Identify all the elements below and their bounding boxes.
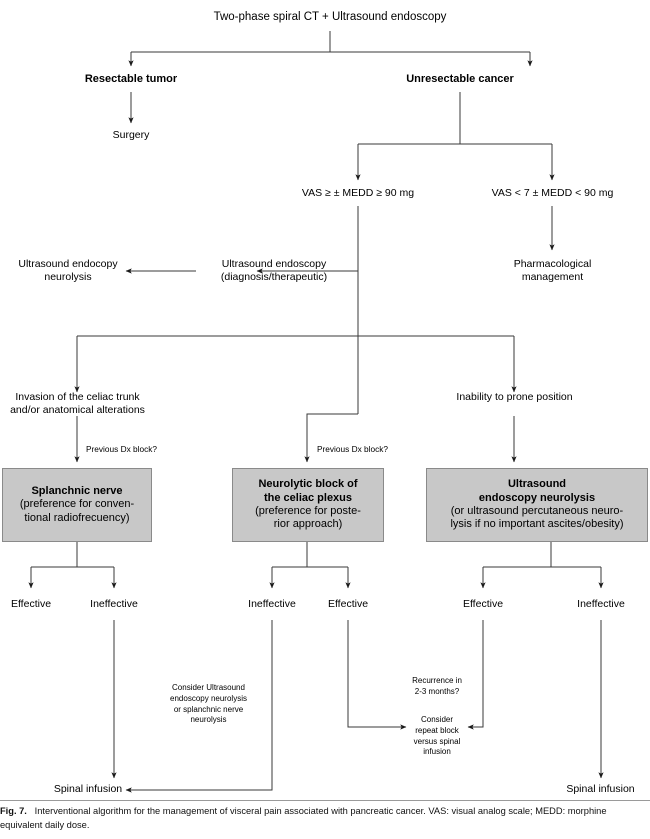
node-pharmacological-management-line2: management [521,271,584,284]
box-neurolytic-line1: (preference for poste- [255,505,361,517]
box-usneuro-line2: lysis if no important ascites/obesity) [450,518,624,531]
annotation-recurrence-line2: 2-3 months? [414,686,460,696]
label-previous-dx-block-left: Previous Dx block? [86,444,196,454]
box-neurolytic-block-celiac-plexus: Neurolytic block of the celiac plexus (p… [232,468,384,542]
node-pharmacological-management: Pharmacological management [480,258,625,284]
box-splanchnic-nerve-head: Splanchnic nerve [31,484,123,497]
node-pharmacological-management-line1: Pharmacological [513,258,592,270]
annotation-repeat-line4: infusion [423,747,451,757]
node-vas-low-label: VAS < 7 ± MEDD < 90 mg [491,187,614,199]
box-neurolytic-head-line1: Neurolytic block of [258,478,358,491]
node-root-label: Two-phase spiral CT + Ultrasound endosco… [213,11,447,23]
figure-caption: Fig. 7. Interventional algorithm for the… [0,805,650,833]
outcome-left-ineffective: Ineffective [78,598,150,611]
box-ultrasound-endoscopy-neurolysis: Ultrasound endoscopy neurolysis (or ultr… [426,468,648,542]
node-unresectable-cancer: Unresectable cancer [370,73,550,87]
box-splanchnic-nerve: Splanchnic nerve (preference for conven-… [2,468,152,542]
label-previous-dx-block-left-text: Previous Dx block? [86,444,158,454]
outcome-mid-effective: Effective [317,598,379,611]
outcome-left-effective: Effective [0,598,62,611]
box-usneuro-line1: (or ultrasound percutaneous neuro- [450,505,624,517]
node-resectable-tumor: Resectable tumor [46,73,216,87]
annotation-consider-line2: endoscopy neurolysis [170,693,247,703]
figure-caption-text: Interventional algorithm for the managem… [0,806,607,830]
node-vas-high-label: VAS ≥ ± MEDD ≥ 90 mg [301,187,415,199]
node-surgery-label: Surgery [112,129,150,141]
annotation-repeat-line3: versus spinal [413,736,461,746]
figure-number: Fig. 7. [0,806,27,816]
node-surgery: Surgery [76,129,186,142]
node-invasion-celiac-trunk: Invasion of the celiac trunk and/or anat… [0,391,160,417]
node-root: Two-phase spiral CT + Ultrasound endosco… [170,10,490,24]
outcome-right-effective-label: Effective [462,598,504,610]
node-ultrasound-endocopy-neurolysis-line1: Ultrasound endocopy [18,258,118,270]
annotation-recurrence-line1: Recurrence in [412,676,462,685]
box-usneuro-head-line2: endoscopy neurolysis [478,491,596,504]
box-splanchnic-nerve-line1: (preference for conven- [19,498,135,511]
outcome-right-effective: Effective [452,598,514,611]
annotation-repeat-line1: Consider [420,715,453,724]
label-previous-dx-block-mid: Previous Dx block? [317,444,427,454]
annotation-consider-line3: or splanchnic nerve [173,704,244,714]
node-inability-prone-position-label: Inability to prone position [456,391,573,403]
node-unresectable-cancer-label: Unresectable cancer [406,73,514,85]
annotation-consider-line1: Consider Ultrasound [172,683,245,692]
terminal-spinal-infusion-left: Spinal infusion [38,783,138,796]
outcome-left-effective-label: Effective [10,598,52,610]
node-ultrasound-endoscopy: Ultrasound endoscopy (diagnosis/therapeu… [190,258,358,284]
node-ultrasound-endocopy-neurolysis: Ultrasound endocopy neurolysis [8,258,128,284]
outcome-mid-ineffective-label: Ineffective [248,598,296,610]
node-inability-prone-position: Inability to prone position [442,391,587,404]
node-invasion-celiac-trunk-line1: Invasion of the celiac trunk [15,391,140,403]
outcome-right-ineffective-label: Ineffective [577,598,625,610]
box-usneuro-head-line1: Ultrasound [507,478,567,491]
node-ultrasound-endoscopy-line2: (diagnosis/therapeutic) [220,271,328,284]
terminal-spinal-infusion-right: Spinal infusion [551,783,650,796]
outcome-mid-ineffective: Ineffective [236,598,308,611]
outcome-left-ineffective-label: Ineffective [90,598,138,610]
node-resectable-tumor-label: Resectable tumor [84,73,178,85]
annotation-consider-line4: neurolysis [190,715,227,725]
annotation-repeat-block: Consider repeat block versus spinal infu… [381,715,493,758]
caption-divider [0,800,650,801]
outcome-right-ineffective: Ineffective [565,598,637,611]
terminal-spinal-infusion-right-label: Spinal infusion [566,783,635,795]
label-previous-dx-block-mid-text: Previous Dx block? [317,444,389,454]
node-ultrasound-endocopy-neurolysis-line2: neurolysis [44,271,92,284]
box-neurolytic-line2: rior approach) [273,518,343,531]
annotation-repeat-line2: repeat block [415,725,459,735]
node-vas-low: VAS < 7 ± MEDD < 90 mg [455,187,650,200]
terminal-spinal-infusion-left-label: Spinal infusion [53,783,123,795]
outcome-mid-effective-label: Effective [327,598,369,610]
node-ultrasound-endoscopy-line1: Ultrasound endoscopy [221,258,327,270]
box-splanchnic-nerve-line2: tional radiofrecuency) [24,511,130,524]
annotation-recurrence: Recurrence in 2-3 months? [381,676,493,698]
node-invasion-celiac-trunk-line2: and/or anatomical alterations [10,404,145,417]
box-neurolytic-head-line2: the celiac plexus [263,491,353,504]
node-vas-high: VAS ≥ ± MEDD ≥ 90 mg [258,187,458,200]
annotation-consider-neurolysis: Consider Ultrasound endoscopy neurolysis… [141,683,276,726]
